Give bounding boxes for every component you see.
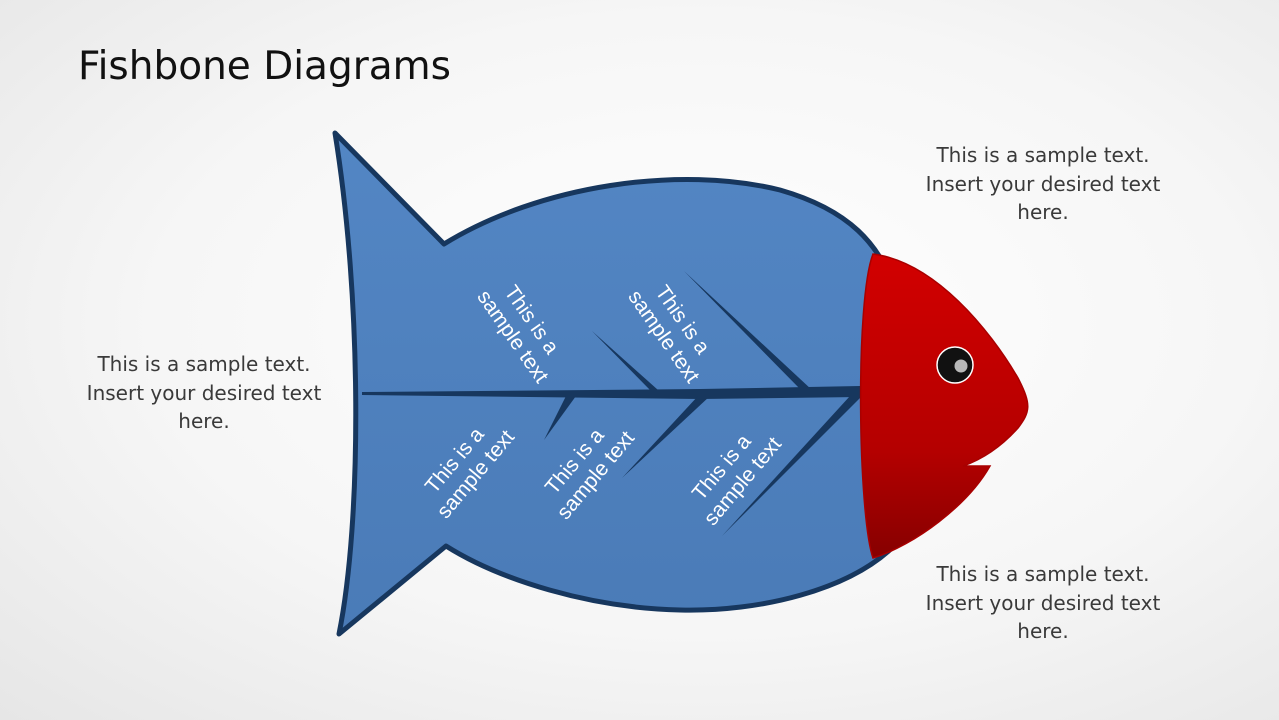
fish-spine: [362, 386, 860, 399]
side-text-line: here.: [178, 409, 230, 433]
eye-icon: [936, 346, 974, 384]
side-text-line: Insert your desired text: [925, 171, 1161, 196]
side-text-top-right: This is a sample text. Insert your desir…: [903, 141, 1183, 227]
side-text-line: This is a sample text.: [936, 143, 1150, 167]
bone-upper-1: [592, 331, 658, 390]
side-text-line: here.: [1017, 619, 1069, 643]
side-text-line: here.: [1017, 200, 1069, 224]
side-text-left: This is a sample text. Insert your desir…: [64, 350, 344, 436]
side-text-line: Insert your desired text: [925, 590, 1161, 615]
fish-head: [859, 253, 1029, 559]
fish-body: [332, 130, 898, 637]
side-text-line: Insert your desired text: [86, 380, 322, 405]
side-text-line: This is a sample text.: [936, 562, 1150, 586]
slide-title: Fishbone Diagrams: [78, 44, 451, 89]
bone-lower-1: [544, 396, 576, 440]
bone-lower-2: [622, 396, 710, 478]
side-text-line: This is a sample text.: [97, 352, 311, 376]
bone-upper-2: [684, 271, 812, 390]
side-text-bottom-right: This is a sample text. Insert your desir…: [903, 560, 1183, 646]
bone-lower-3: [722, 396, 862, 536]
